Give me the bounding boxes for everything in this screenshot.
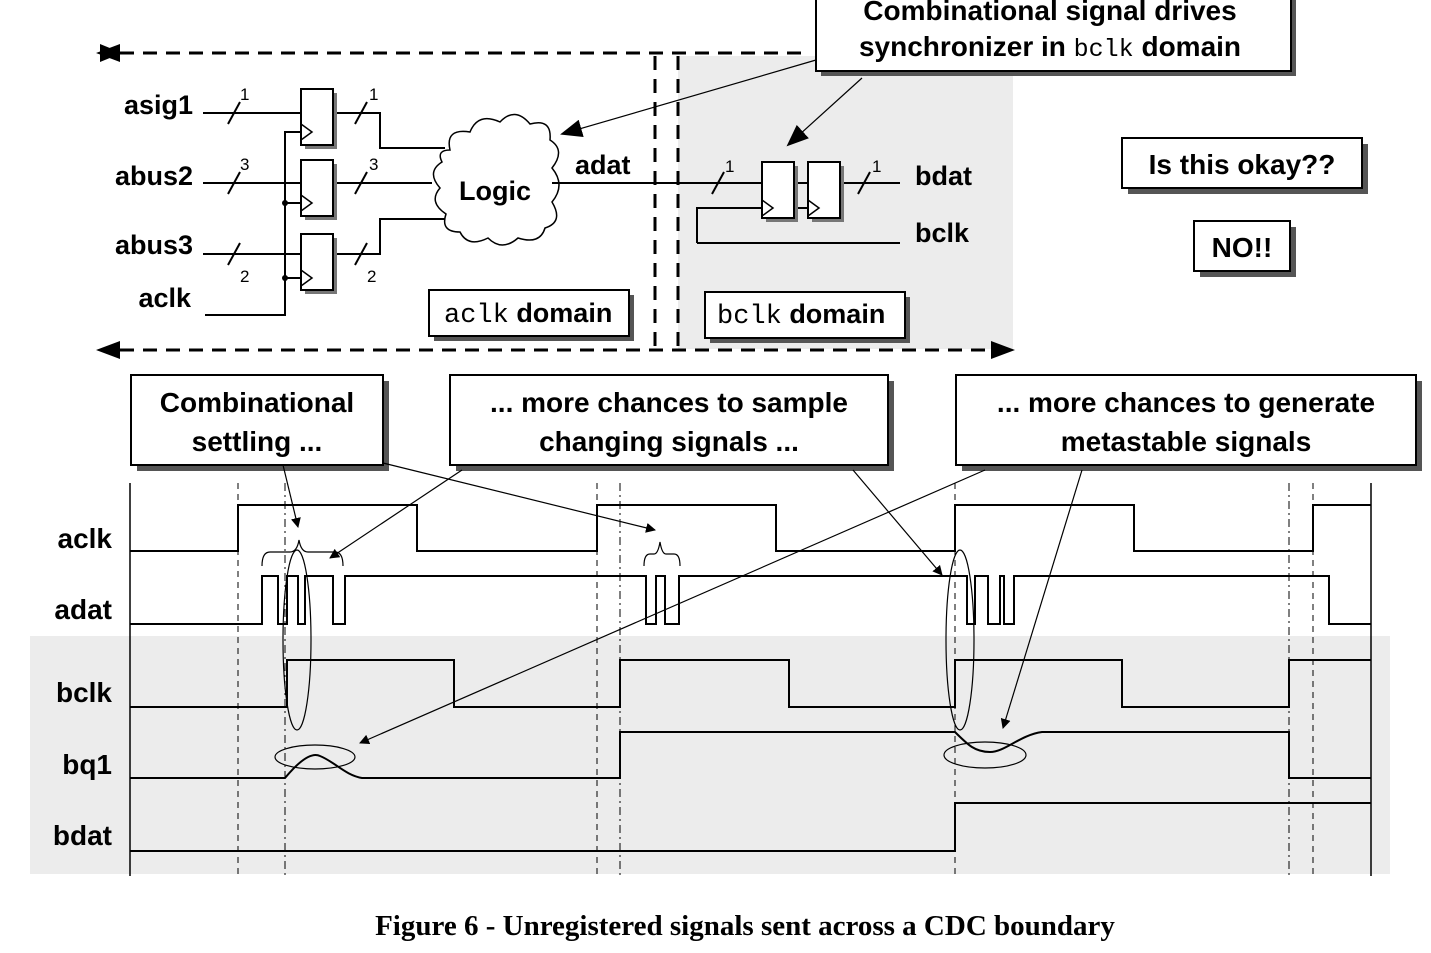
- aclk-domain-mono: aclk: [444, 301, 509, 331]
- wave-label-adat: adat: [54, 594, 112, 625]
- question-text: Is this okay??: [1149, 149, 1336, 180]
- callout-settling-line2: settling ...: [192, 426, 323, 457]
- callout-sample-line1: ... more chances to sample: [490, 387, 848, 418]
- svg-text:bclk domain: bclk domain: [717, 299, 885, 332]
- question-box: Is this okay??: [1121, 137, 1368, 194]
- callout-settling: Combinational settling ...: [130, 374, 389, 471]
- bclk-waveform-shade: [30, 636, 1390, 874]
- callout-sample: ... more chances to sample changing sign…: [449, 374, 894, 471]
- width-sync-in: 1: [725, 157, 734, 176]
- wave-label-bclk: bclk: [56, 677, 112, 708]
- callout-arrows: [282, 462, 1083, 744]
- clock-junction-2: [282, 275, 288, 281]
- callout-meta: ... more chances to generate metastable …: [955, 374, 1422, 471]
- callout-top: Combinational signal drives synchronizer…: [815, 0, 1296, 76]
- answer-text: NO!!: [1212, 232, 1273, 263]
- bclk-domain-text: domain: [782, 299, 886, 329]
- bclk-flops: [761, 161, 844, 222]
- width-flop1-out: 1: [369, 85, 378, 104]
- callout-top-line1: Combinational signal drives: [863, 0, 1236, 26]
- width-abus3: 2: [240, 267, 249, 286]
- width-asig1: 1: [240, 85, 249, 104]
- trace-bclk: [130, 659, 1371, 708]
- figure-caption: Figure 6 - Unregistered signals sent acr…: [375, 910, 1115, 942]
- width-flop2-out: 3: [369, 155, 378, 174]
- trace-adat: [130, 575, 1371, 625]
- aclk-domain-box: aclk domain: [428, 289, 634, 341]
- aclk-domain-text: domain: [509, 298, 613, 328]
- logic-label: Logic: [459, 176, 531, 206]
- logic-cloud: [432, 113, 560, 246]
- width-abus2: 3: [240, 155, 249, 174]
- aclk-flops: [300, 88, 337, 294]
- callout-meta-line1: ... more chances to generate: [997, 387, 1375, 418]
- trace-bdat: [130, 802, 1371, 852]
- domain-boundary: [100, 44, 995, 352]
- callout-meta-line2: metastable signals: [1061, 426, 1312, 457]
- arrowhead-left-bottom: [96, 341, 120, 359]
- arrowhead-left-top: [96, 44, 120, 62]
- waveform-traces: [130, 504, 1371, 852]
- input-label-abus3: abus3: [115, 230, 193, 260]
- answer-box: NO!!: [1193, 220, 1296, 277]
- bclk-domain-box: bclk domain: [704, 291, 910, 343]
- input-label-abus2: abus2: [115, 161, 193, 191]
- bclk-domain-mono: bclk: [717, 302, 782, 332]
- width-flop3-out: 2: [367, 267, 376, 286]
- wave-label-bq1: bq1: [62, 749, 112, 780]
- input-label-asig1: asig1: [124, 90, 193, 120]
- highlight-ellipses: [274, 549, 1027, 770]
- wave-label-bdat: bdat: [53, 820, 112, 851]
- timing-markers: [237, 483, 1314, 876]
- svg-text:aclk domain: aclk domain: [444, 298, 612, 331]
- width-sync-out: 1: [872, 157, 881, 176]
- flop-output-wires: [337, 101, 445, 266]
- input-wires: [203, 101, 301, 316]
- arrowhead-right-bottom: [991, 341, 1015, 359]
- synchronizer-wires: [696, 171, 900, 244]
- wave-label-aclk: aclk: [58, 523, 113, 554]
- input-label-aclk: aclk: [138, 283, 192, 313]
- callout-settling-line1: Combinational: [160, 387, 354, 418]
- callout-top-arrows: [560, 59, 863, 147]
- trace-bq1: [130, 731, 1371, 779]
- adat-label: adat: [575, 150, 631, 180]
- bclk-label: bclk: [915, 218, 970, 248]
- bdat-label: bdat: [915, 161, 972, 191]
- callout-top-line2: synchronizer in bclk domain: [859, 31, 1241, 64]
- trace-aclk: [130, 504, 1371, 552]
- clock-junction-1: [282, 200, 288, 206]
- callout-sample-line2: changing signals ...: [539, 426, 799, 457]
- settling-braces: [261, 539, 681, 567]
